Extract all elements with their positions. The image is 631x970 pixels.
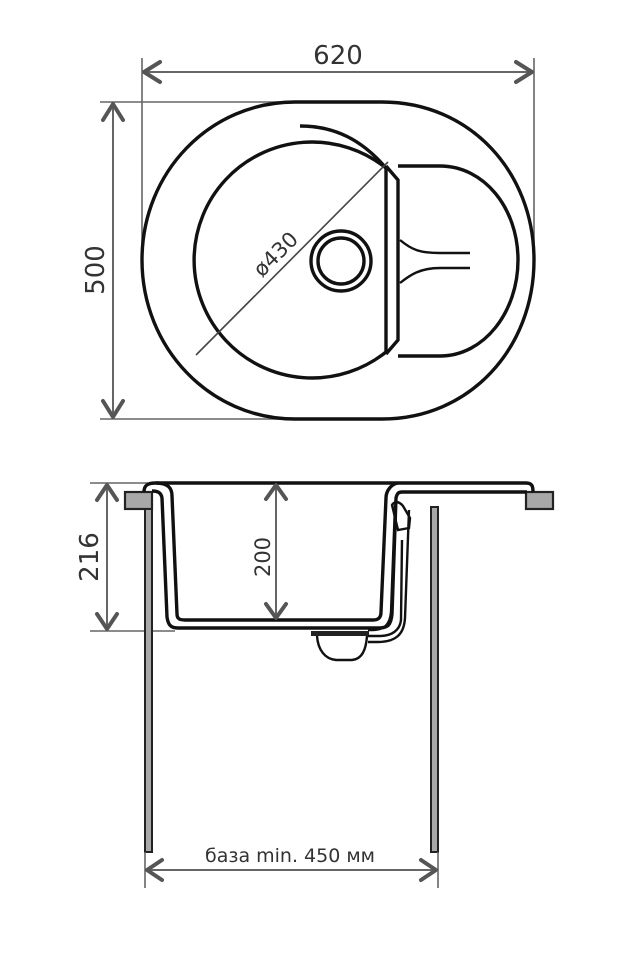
main-bowl [192, 140, 388, 380]
sink-outer-outline [140, 100, 536, 421]
total-depth-dimension [95, 483, 119, 631]
height-dimension [101, 102, 125, 419]
countertop-right [524, 490, 555, 511]
arrow-up-icon [101, 102, 125, 122]
drain-outer-ring [309, 229, 373, 293]
drain-assembly [311, 500, 412, 662]
sink-profile-outer [142, 481, 535, 630]
arrow-right-icon [514, 60, 534, 84]
diameter-line [195, 161, 389, 356]
drain-inner-ring [316, 236, 366, 286]
base-label: база min. 450 мм [205, 845, 375, 867]
secondary-bowl [398, 164, 520, 358]
base-dimension [145, 858, 438, 882]
bowl-depth-dimension [264, 483, 288, 620]
arrow-left-icon [142, 60, 162, 84]
cabinet-wall-right [430, 506, 439, 853]
arrow-up-icon [264, 483, 288, 501]
overflow-fitting [390, 500, 412, 532]
side-view: 216 200 [75, 481, 555, 888]
height-label: 500 [81, 245, 111, 295]
bowl-diameter-label: ø430 [249, 227, 303, 281]
cabinet-wall-left [144, 508, 153, 853]
arrow-right-icon [419, 858, 438, 882]
overflow-channel [399, 239, 470, 284]
drain-trap [315, 635, 369, 662]
total-depth-label: 216 [75, 532, 105, 582]
width-dimension [142, 60, 534, 84]
drain-flange [311, 631, 369, 636]
arrow-down-icon [264, 602, 288, 620]
arrow-down-icon [95, 612, 119, 631]
arrow-up-icon [95, 483, 119, 502]
arrow-left-icon [145, 858, 164, 882]
divider-wall [384, 164, 400, 356]
countertop-left [123, 490, 154, 511]
width-label: 620 [313, 41, 363, 71]
arrow-down-icon [101, 399, 125, 419]
bowl-depth-label: 200 [251, 537, 275, 577]
top-view: ø430 620 500 [81, 41, 536, 421]
sink-profile-inner [155, 481, 399, 622]
